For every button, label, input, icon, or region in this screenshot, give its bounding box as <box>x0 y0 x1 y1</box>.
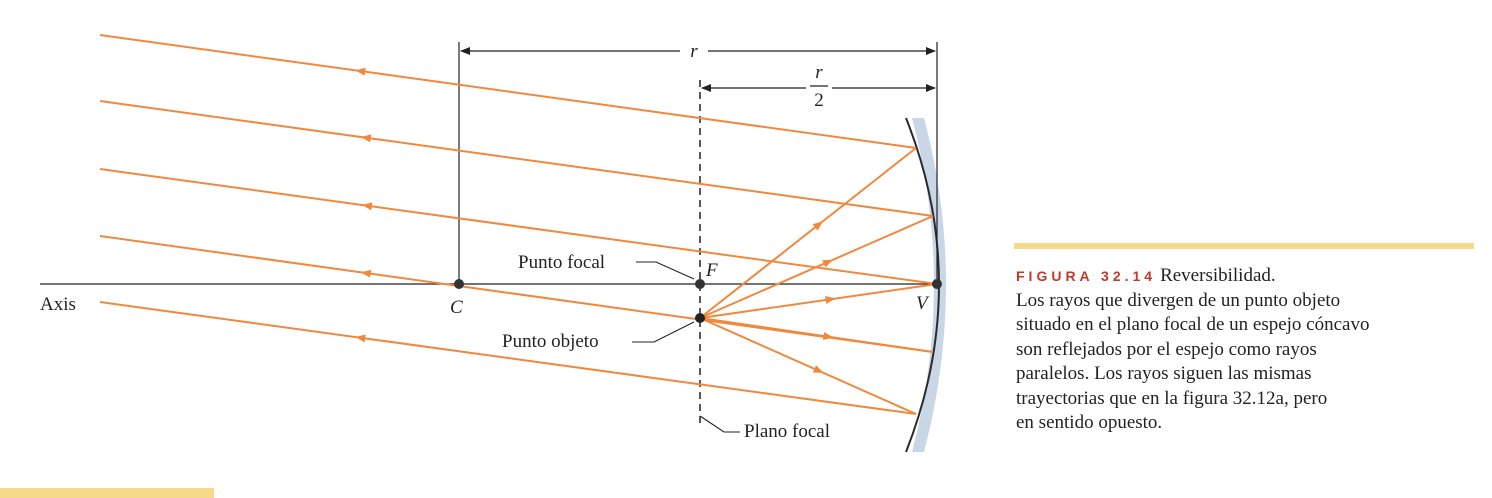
reflected-ray <box>99 100 934 217</box>
caption-line: situado en el plano focal de un espejo c… <box>1016 314 1370 335</box>
reflected-ray <box>99 301 917 415</box>
caption-line: en sentido opuesto. <box>1016 412 1163 433</box>
half-r-numerator: r <box>815 62 823 83</box>
axis-label: Axis <box>40 294 76 315</box>
figure-title: Reversibilidad. <box>1160 265 1276 286</box>
point-f-dot <box>695 279 705 289</box>
focal-plane-leader <box>699 415 740 433</box>
point-f-label: F <box>705 260 718 281</box>
focal-point-leader <box>636 261 695 280</box>
focal-plane-label: Plano focal <box>744 421 830 442</box>
reflected-ray <box>99 235 934 353</box>
caption-line: trayectorias que en la figura 32.12a, pe… <box>1016 387 1328 409</box>
point-v-dot <box>932 279 942 289</box>
caption-line: son reflejados por el espejo como rayos <box>1016 338 1317 360</box>
object-point-dot <box>695 313 705 323</box>
point-v-label: V <box>916 293 930 314</box>
object-point-leader <box>632 321 695 343</box>
r-label: r <box>690 41 698 62</box>
caption-line: paralelos. Los rayos siguen las mismas <box>1016 363 1312 384</box>
object-point-label: Punto objeto <box>502 331 599 352</box>
ray-diagram: r r 2 Axis C F V Punto focal Punto objet… <box>40 34 946 453</box>
caption-line: Los rayos que divergen de un punto objet… <box>1016 289 1341 311</box>
ray-group <box>99 34 938 415</box>
half-r-denominator: 2 <box>814 90 824 111</box>
incident-ray <box>699 283 938 319</box>
focal-point-label: Punto focal <box>518 252 605 273</box>
point-c-label: C <box>450 297 463 318</box>
reflected-ray <box>99 168 938 285</box>
page-tab <box>0 488 214 498</box>
caption-rule <box>1014 243 1474 249</box>
incident-ray <box>699 147 917 319</box>
figure-number: FIGURA 32.14 <box>1016 268 1157 284</box>
incident-ray <box>699 317 917 415</box>
point-c-dot <box>454 279 464 289</box>
reflected-ray <box>99 34 917 149</box>
